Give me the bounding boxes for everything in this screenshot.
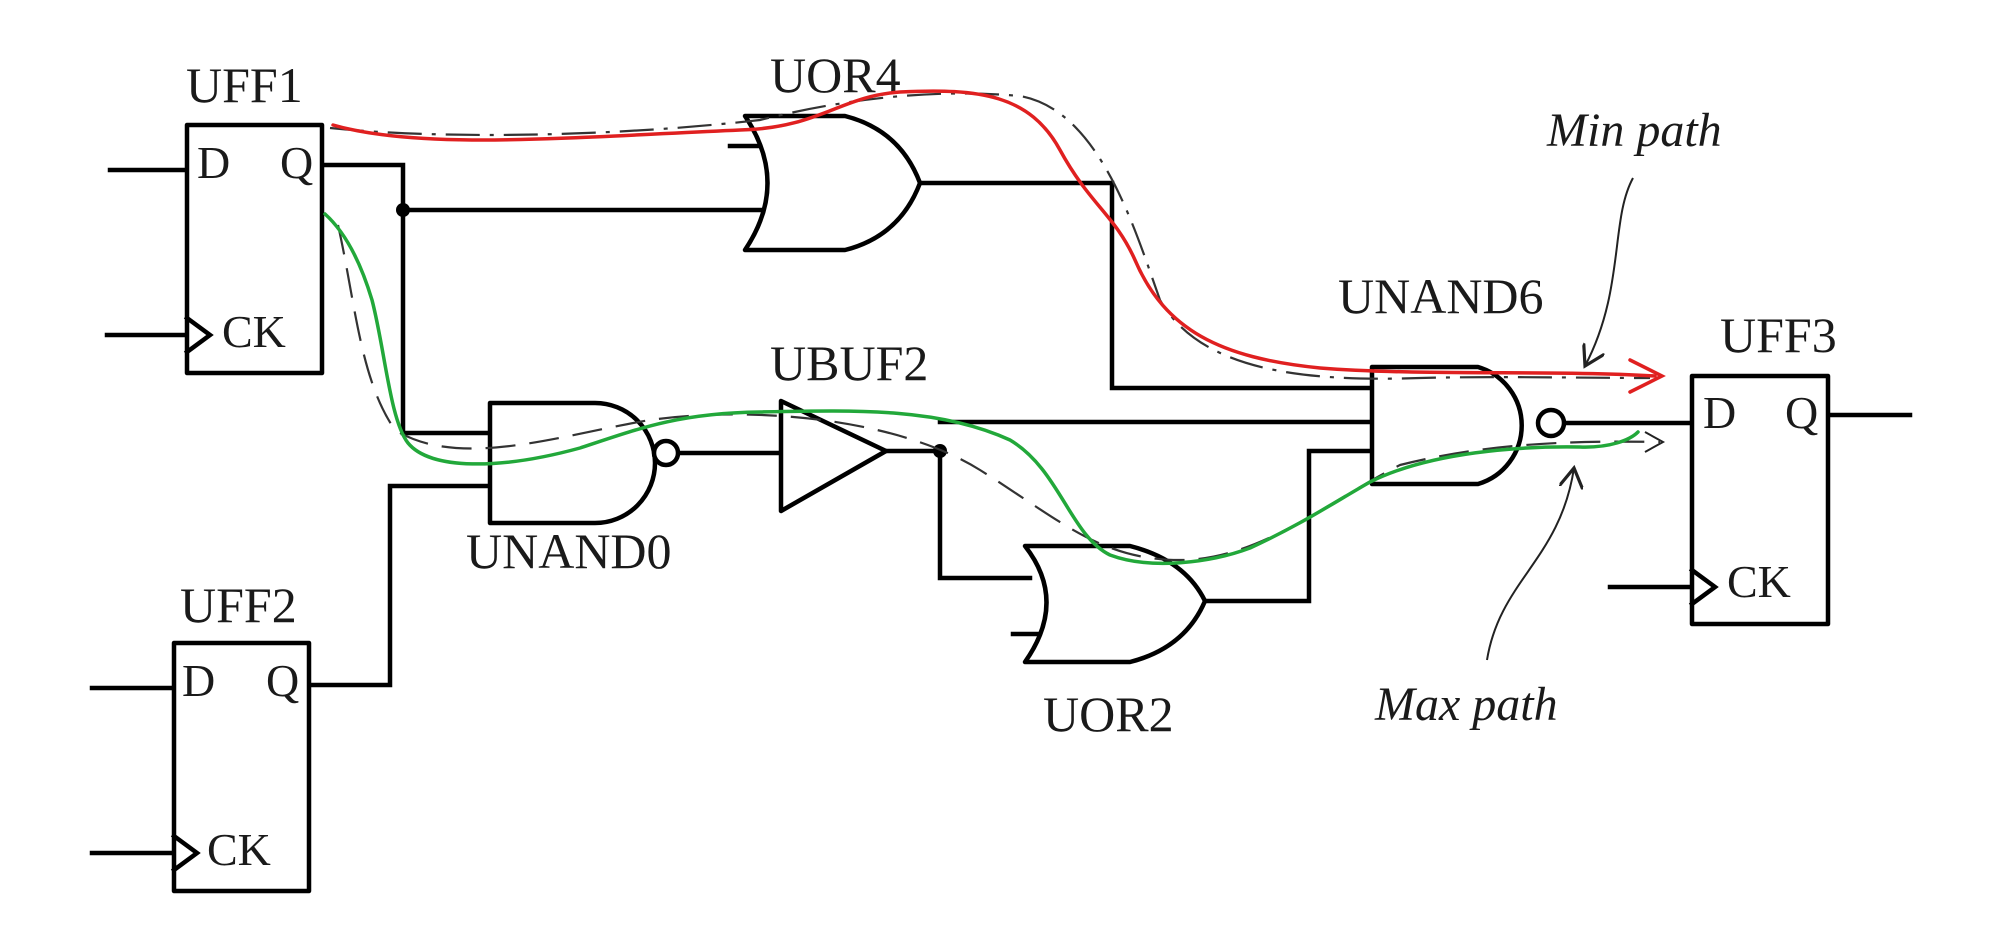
uff1-flip-flop: D Q CK — [183, 122, 325, 376]
ubuf2-buffer-gate — [778, 398, 889, 514]
junction-dot-uff1-q — [396, 203, 410, 217]
uff1-q-net — [319, 162, 493, 436]
uff2-label: UFF2 — [180, 577, 297, 633]
ubuf2-label: UBUF2 — [770, 335, 928, 391]
max-path-pointer — [1486, 468, 1574, 661]
max-path-green-trace — [323, 212, 1640, 566]
wires — [89, 143, 1913, 856]
uff3-pin-q: Q — [1785, 387, 1818, 438]
unand6-nand-gate — [1369, 364, 1567, 487]
min-path-pointer — [1585, 177, 1634, 366]
unand6-label: UNAND6 — [1338, 268, 1544, 324]
unand0-nand-gate — [487, 400, 681, 526]
uff2-q-wire — [310, 483, 493, 688]
uor2-or-gate — [1022, 543, 1208, 665]
min-path-red-arrowhead — [1628, 358, 1666, 394]
uff1-pin-d: D — [197, 137, 230, 188]
min-path-annotation: Min path — [1546, 104, 1722, 157]
uff3-pin-d: D — [1703, 387, 1736, 438]
uff2-pin-d: D — [182, 655, 215, 706]
uff2-pin-q: Q — [266, 655, 299, 706]
min-path-dashed-guide — [329, 92, 1651, 380]
max-path-guide-arrowhead — [1644, 431, 1666, 453]
uff3-label: UFF3 — [1720, 307, 1837, 363]
uor4-out-wire — [917, 180, 1375, 391]
uff3-flip-flop: D Q CK — [1688, 373, 1831, 627]
unand0-label: UNAND0 — [466, 523, 672, 579]
uff1-pin-ck: CK — [222, 306, 286, 357]
uff1-label: UFF1 — [186, 57, 303, 113]
uor2-out-wire — [1202, 448, 1375, 604]
uff3-pin-ck: CK — [1727, 556, 1791, 607]
min-path-red-trace — [331, 89, 1657, 378]
uor4-or-gate — [742, 113, 923, 253]
uor2-label: UOR2 — [1043, 686, 1174, 742]
max-path-annotation: Max path — [1374, 678, 1558, 731]
uff2-pin-ck: CK — [207, 824, 271, 875]
ubuf2-out-wire — [883, 448, 1033, 581]
uff2-flip-flop: D Q CK — [170, 640, 312, 894]
uff1-pin-q: Q — [280, 137, 313, 188]
